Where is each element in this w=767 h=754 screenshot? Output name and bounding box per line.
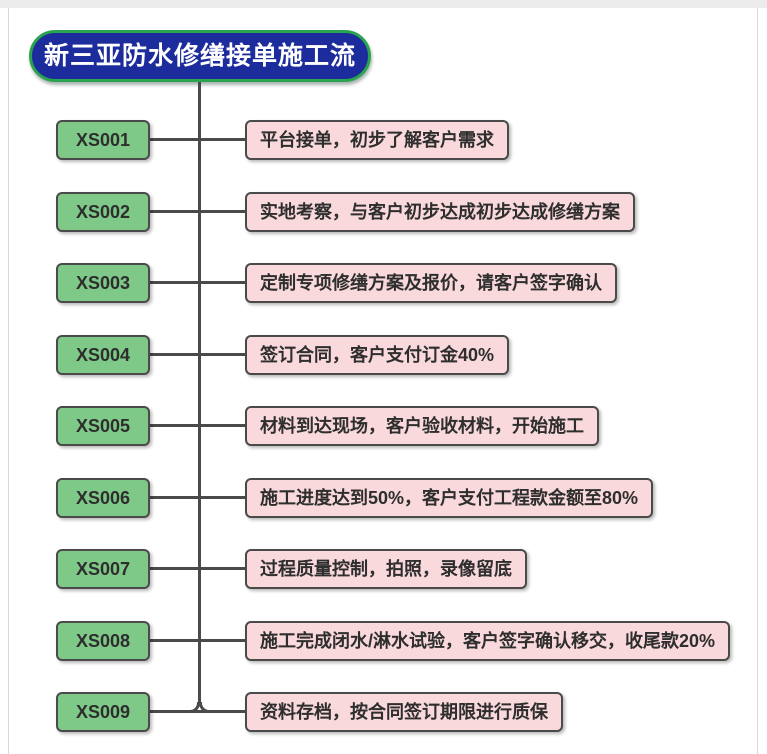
frame-left-border: [8, 8, 9, 754]
step-code-node[interactable]: XS007: [56, 549, 150, 589]
trunk-line: [198, 82, 201, 706]
flow-row: XS001 平台接单，初步了解客户需求: [0, 120, 767, 160]
frame-right-border: [757, 8, 758, 754]
flow-row: XS009 资料存档，按合同签订期限进行质保: [0, 692, 767, 732]
step-desc-node[interactable]: 材料到达现场，客户验收材料，开始施工: [245, 406, 599, 446]
row-connector-line: [150, 281, 246, 284]
row-connector-line: [150, 210, 246, 213]
step-code-node[interactable]: XS002: [56, 192, 150, 232]
step-desc-node[interactable]: 施工进度达到50%，客户支付工程款金额至80%: [245, 478, 654, 518]
flow-title-node[interactable]: 新三亚防水修缮接单施工流程: [29, 30, 371, 116]
step-code-node[interactable]: XS005: [56, 406, 150, 446]
step-code-node[interactable]: XS009: [56, 692, 150, 732]
step-desc-node[interactable]: 施工完成闭水/淋水试验，客户签字确认移交，收尾款20%: [245, 621, 731, 661]
flow-row: XS006 施工进度达到50%，客户支付工程款金额至80%: [0, 478, 767, 518]
step-code-node[interactable]: XS006: [56, 478, 150, 518]
row-connector-line: [150, 138, 246, 141]
flow-row: XS002 实地考察，与客户初步达成初步达成修缮方案: [0, 192, 767, 232]
step-desc-node[interactable]: 实地考察，与客户初步达成初步达成修缮方案: [245, 192, 635, 232]
flow-row: XS007 过程质量控制，拍照，录像留底: [0, 549, 767, 589]
step-code-node[interactable]: XS001: [56, 120, 150, 160]
step-desc-node[interactable]: 平台接单，初步了解客户需求: [245, 120, 509, 160]
flow-row: XS004 签订合同，客户支付订金40%: [0, 335, 767, 375]
step-code-node[interactable]: XS003: [56, 263, 150, 303]
row-connector-line: [150, 496, 246, 499]
row-connector-line: [150, 353, 246, 356]
flow-row: XS008 施工完成闭水/淋水试验，客户签字确认移交，收尾款20%: [0, 621, 767, 661]
step-code-node[interactable]: XS004: [56, 335, 150, 375]
step-desc-node[interactable]: 资料存档，按合同签订期限进行质保: [245, 692, 563, 732]
frame-top-strip: [0, 0, 767, 8]
step-desc-node[interactable]: 签订合同，客户支付订金40%: [245, 335, 510, 375]
flow-row: XS005 材料到达现场，客户验收材料，开始施工: [0, 406, 767, 446]
row-connector-line: [150, 424, 246, 427]
step-desc-node[interactable]: 定制专项修缮方案及报价，请客户签字确认: [245, 263, 617, 303]
row-connector-line: [150, 567, 246, 570]
flow-row: XS003 定制专项修缮方案及报价，请客户签字确认: [0, 263, 767, 303]
step-desc-node[interactable]: 过程质量控制，拍照，录像留底: [245, 549, 527, 589]
row-connector-line: [150, 639, 246, 642]
row-connector-line: [150, 710, 246, 713]
step-code-node[interactable]: XS008: [56, 621, 150, 661]
